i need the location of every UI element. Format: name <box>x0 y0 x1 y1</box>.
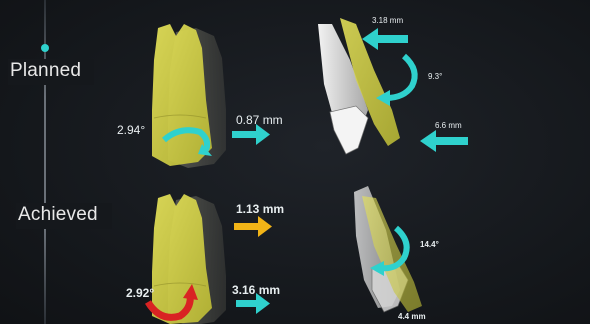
planned-tip-rotation-arrow <box>376 56 415 106</box>
planned-rotation-value: 2.94° <box>117 123 145 137</box>
arrow-right-icon-planned <box>232 124 270 145</box>
achieved-lower-translation-value: 3.16 mm <box>232 283 280 297</box>
arrow-left-icon-planned-top <box>362 28 408 50</box>
arrow-right-icon-achieved-upper <box>234 216 272 237</box>
achieved-bottom-shift-value: 4.4 mm <box>398 312 426 321</box>
stage-label-achieved: Achieved <box>18 204 98 226</box>
planned-molar <box>152 24 226 168</box>
planned-translation-value: 0.87 mm <box>236 113 283 127</box>
achieved-upper-translation-value: 1.13 mm <box>236 202 284 216</box>
achieved-rotation-value: 2.92° <box>126 286 154 300</box>
stage-label-planned: Planned <box>10 60 81 82</box>
planned-tip-rotation-value: 9.3° <box>428 72 442 81</box>
planned-bottom-shift-value: 6.6 mm <box>435 121 462 130</box>
planned-top-shift-value: 3.18 mm <box>372 16 403 25</box>
achieved-incisor <box>354 186 422 312</box>
arrow-left-icon-planned-bottom <box>420 130 468 152</box>
achieved-tip-rotation-value: 14.4° <box>420 240 439 249</box>
